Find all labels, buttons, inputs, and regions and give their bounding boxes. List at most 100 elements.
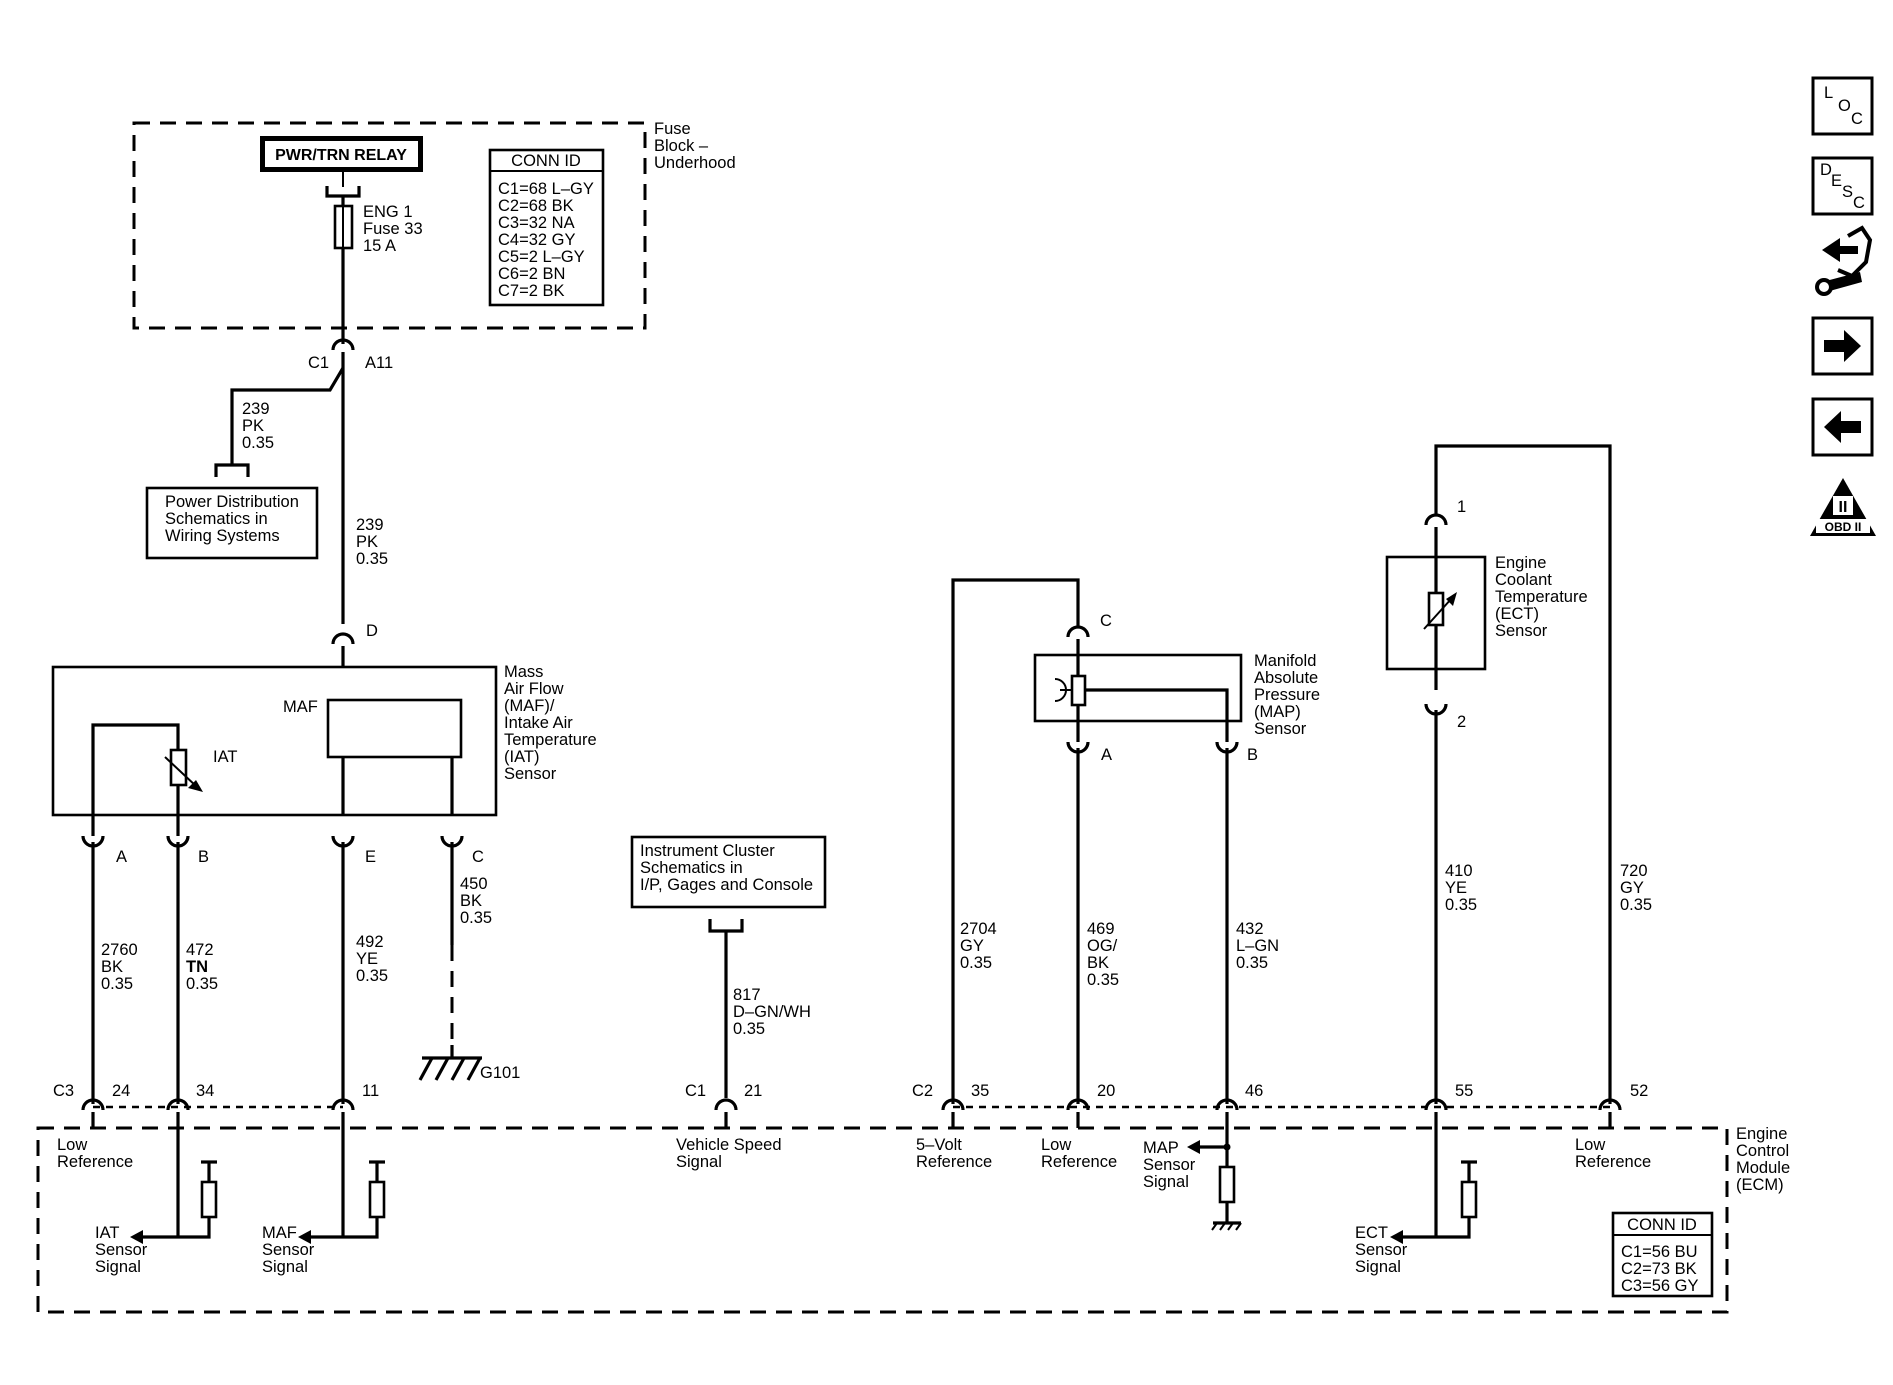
svg-text:C7=2 BK: C7=2 BK <box>498 282 565 300</box>
map-sensor-name: Manifold Absolute Pressure (MAP) Sensor <box>1254 652 1325 738</box>
svg-text:C2=68 BK: C2=68 BK <box>498 197 574 215</box>
svg-text:11: 11 <box>362 1082 379 1100</box>
svg-text:G101: G101 <box>480 1064 520 1082</box>
svg-text:C1: C1 <box>685 1082 706 1100</box>
svg-text:D: D <box>366 622 378 640</box>
svg-text:II: II <box>1839 499 1848 516</box>
svg-text:Power Distribution Schem: Power Distribution Schematics in Wiring … <box>165 493 303 545</box>
map-sensor-signal: MAP Sensor Signal <box>1143 1139 1200 1191</box>
svg-text:S: S <box>1842 183 1853 201</box>
svg-text:E: E <box>365 848 376 866</box>
ect-sensor-signal: ECT Sensor Signal <box>1355 1224 1412 1276</box>
arrow-left-icon <box>1824 411 1861 443</box>
loc-button[interactable]: L O C <box>1811 76 1874 136</box>
svg-text:24: 24 <box>112 1082 130 1100</box>
map-sensor: C Manifold Absolute Pressure (MAP) Senso… <box>951 578 1325 1104</box>
svg-text:C4=32 GY: C4=32 GY <box>498 231 576 249</box>
svg-text:Instrument Cluster Schem: Instrument Cluster Schematics in I/P, Ga… <box>640 842 813 894</box>
svg-text:B: B <box>1247 746 1258 764</box>
vehicle-speed-signal: Vehicle Speed Signal <box>676 1136 786 1171</box>
ground-g101: G101 <box>418 1045 520 1082</box>
svg-text:C6=2 BN: C6=2 BN <box>498 265 565 283</box>
ect-sensor: 1 Engine Coolant Temperature (ECT) Senso… <box>1385 444 1652 1104</box>
wire-817-label: 817 D–GN/WH 0.35 <box>733 986 816 1038</box>
instrument-cluster-ref: Instrument Cluster Schematics in I/P, Ga… <box>630 835 827 1098</box>
five-volt-reference: 5–Volt Reference <box>916 1136 992 1171</box>
arrow-right-icon <box>1824 330 1861 362</box>
wire-2760-label: 2760 BK 0.35 <box>101 941 142 993</box>
main-wire-label: 239 PK 0.35 <box>356 516 388 568</box>
svg-text:46: 46 <box>1245 1082 1263 1100</box>
next-page-button[interactable] <box>1811 316 1874 376</box>
wire-432-label: 432 L–GN 0.35 <box>1236 920 1284 972</box>
fuse-block-label: Fuse Block – Underhood <box>654 120 736 172</box>
wire-450-label: 450 BK 0.35 <box>460 875 492 927</box>
fuse-block: Fuse Block – Underhood <box>132 120 736 330</box>
svg-text:IAT: IAT <box>213 748 237 766</box>
svg-text:A: A <box>116 848 127 866</box>
diagnostic-tools-icon[interactable] <box>1815 225 1873 296</box>
fuse-33-label: ENG 1 Fuse 33 15 A <box>363 203 427 255</box>
conn-id-fuse-block: CONN ID C1=68 L–GY C2=68 BK C3=32 NA C4=… <box>488 148 605 307</box>
branch-wire-label: 239 PK 0.35 <box>242 400 274 452</box>
ecm-name: Engine Control Module (ECM) <box>1736 1125 1795 1194</box>
svg-text:55: 55 <box>1455 1082 1473 1100</box>
feed-wire: C1 A11 239 PK 0.35 239 PK 0.35 <box>214 248 393 624</box>
svg-text:C1=68 L–GY: C1=68 L–GY <box>498 180 594 198</box>
low-reference-1: Low Reference <box>57 1136 133 1171</box>
low-reference-3: Low Reference <box>1575 1136 1651 1171</box>
svg-text:B: B <box>198 848 209 866</box>
svg-text:C2=73 BK: C2=73 BK <box>1621 1260 1697 1278</box>
svg-text:A: A <box>1101 746 1112 764</box>
desc-button[interactable]: D E S C <box>1811 156 1874 216</box>
svg-text:C: C <box>472 848 484 866</box>
svg-text:L: L <box>1824 84 1833 102</box>
wire-2704-label: 2704 GY 0.35 <box>960 920 1001 972</box>
svg-text:C2: C2 <box>912 1082 933 1100</box>
svg-text:C3=56 GY: C3=56 GY <box>1621 1277 1699 1295</box>
obd-ii-icon[interactable]: II OBD II <box>1810 478 1876 536</box>
svg-text:PWR/TRN RELAY: PWR/TRN RELAY <box>275 147 407 164</box>
svg-text:E: E <box>1831 172 1842 190</box>
svg-text:20: 20 <box>1097 1082 1115 1100</box>
conn-id-ecm: CONN ID C1=56 BU C2=73 BK C3=56 GY <box>1611 1211 1714 1298</box>
pwr-trn-relay: PWR/TRN RELAY <box>260 136 423 198</box>
svg-text:O: O <box>1838 97 1851 115</box>
svg-text:C1: C1 <box>308 354 329 372</box>
svg-text:1: 1 <box>1457 498 1466 516</box>
wire-410-label: 410 YE 0.35 <box>1445 862 1477 914</box>
previous-page-button[interactable] <box>1811 397 1874 457</box>
svg-text:C5=2 L–GY: C5=2 L–GY <box>498 248 585 266</box>
wire-472-label: 472 TN 0.35 <box>186 941 218 993</box>
svg-text:35: 35 <box>971 1082 989 1100</box>
low-reference-2: Low Reference <box>1041 1136 1117 1171</box>
svg-text:D: D <box>1820 161 1832 179</box>
svg-text:C: C <box>1100 612 1112 630</box>
svg-text:C1=56 BU: C1=56 BU <box>1621 1243 1698 1261</box>
maf-sensor-signal: MAF Sensor Signal <box>262 1224 319 1276</box>
iat-sensor-signal: IAT Sensor Signal <box>95 1224 152 1276</box>
maf-sensor-name: Mass Air Flow (MAF)/ Intake Air Temperat… <box>504 663 601 783</box>
wire-492-label: 492 YE 0.35 <box>356 933 388 985</box>
wire-720-label: 720 GY 0.35 <box>1620 862 1652 914</box>
svg-text:C3: C3 <box>53 1082 74 1100</box>
map-wires: 2704 GY 0.35 469 OG/ BK 0.35 432 L–GN 0.… <box>960 920 1284 989</box>
maf-iat-sensor: D Mass Air Flow (MAF)/ Intake Air Temper… <box>51 622 601 817</box>
maf-wires: A 2760 BK 0.35 B 472 TN 0.35 E 492 YE 0.… <box>81 815 492 1104</box>
wire-469-label: 469 OG/ BK 0.35 <box>1087 920 1122 989</box>
svg-text:CONN ID: CONN ID <box>511 152 581 170</box>
svg-text:CONN ID: CONN ID <box>1627 1216 1697 1234</box>
ect-sensor-name: Engine Coolant Temperature (ECT) Sensor <box>1495 554 1592 640</box>
svg-text:2: 2 <box>1457 713 1466 731</box>
svg-text:OBD II: OBD II <box>1825 520 1862 534</box>
ecm: Engine Control Module (ECM) C3 24 34 11 … <box>36 1082 1795 1314</box>
svg-text:34: 34 <box>196 1082 214 1100</box>
svg-text:A11: A11 <box>365 354 393 372</box>
svg-text:C: C <box>1851 110 1863 128</box>
svg-text:MAF: MAF <box>283 698 318 716</box>
svg-text:21: 21 <box>744 1082 762 1100</box>
fuse-33: ENG 1 Fuse 33 15 A <box>333 196 427 255</box>
power-distribution-ref: Power Distribution Schematics in Wiring … <box>145 486 319 560</box>
svg-text:C: C <box>1853 194 1865 212</box>
